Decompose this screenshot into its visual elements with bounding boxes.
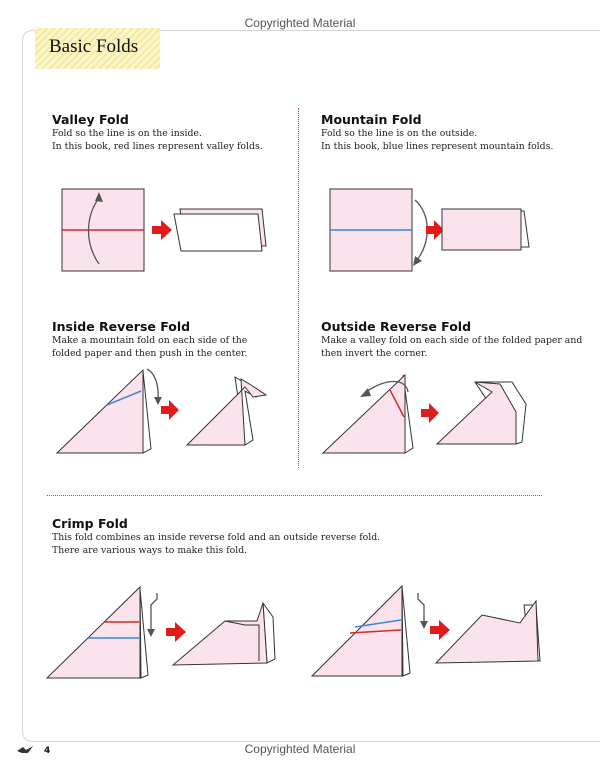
watermark-bottom: Copyrighted Material [244, 742, 356, 756]
mountain-fold-title: Mountain Fold [321, 112, 422, 127]
red-arrow-icon [421, 403, 439, 423]
outside-reverse-fold-illustration [321, 373, 527, 454]
crimp-fold-line-1: This fold combines an inside reverse fol… [52, 532, 381, 543]
section-divider [47, 495, 542, 496]
page-number: 4 [44, 746, 51, 756]
column-divider [298, 108, 299, 468]
valley-fold-title: Valley Fold [52, 112, 129, 127]
watermark-top: Copyrighted Material [244, 16, 356, 30]
paper-back-flap [139, 588, 149, 679]
mountain-fold-line-1: Fold so the line is on the outside. [321, 128, 478, 139]
crimp-fold-description: This fold combines an inside reverse fol… [52, 531, 380, 557]
outside-reverse-fold-line-2: then invert the corner. [321, 348, 428, 359]
crimp-fold-title: Crimp Fold [52, 516, 128, 531]
mountain-fold-line [106, 390, 142, 406]
invert-arrow-icon [365, 380, 409, 393]
paper-triangle [321, 373, 406, 454]
crimp-layer-lines [224, 620, 260, 661]
inside-reverse-fold-description: Make a mountain fold on each side of the… [52, 334, 247, 360]
inside-reverse-fold-line-2: folded paper and then push in the center… [52, 348, 248, 359]
red-arrow-icon [152, 220, 172, 240]
valley-fold-line-2: In this book, red lines represent valley… [52, 141, 263, 152]
valley-fold-line-1: Fold so the line is on the inside. [52, 128, 202, 139]
push-arrow-head-icon [154, 397, 162, 405]
red-arrow-icon [166, 622, 186, 642]
outside-reverse-fold-line-1: Make a valley fold on each side of the f… [321, 335, 583, 346]
crimp-fold-line-2: There are various ways to make this fold… [52, 545, 248, 556]
outside-reverse-fold-description: Make a valley fold on each side of the f… [321, 334, 582, 360]
inside-reverse-fold-line-1: Make a mountain fold on each side of the [52, 335, 248, 346]
valley-fold-line [349, 629, 402, 634]
mountain-fold-line [354, 619, 402, 628]
red-arrow-icon [430, 620, 450, 640]
push-arrow-icon [146, 368, 159, 400]
invert-arrow-head-icon [360, 388, 371, 397]
paper-back-flap [142, 370, 152, 454]
curved-arrow-head-icon [95, 192, 103, 202]
mountain-fold-description: Fold so the line is on the outside. In t… [321, 127, 553, 153]
back-curved-arrow-icon [414, 199, 428, 261]
result-shape [171, 602, 268, 666]
paper-back-flap [401, 585, 411, 677]
mountain-folded-front [441, 208, 522, 251]
crimp-arrow-head-icon [147, 629, 155, 637]
page-title-box: Basic Folds [35, 28, 160, 69]
paper-triangle [45, 585, 141, 679]
valley-fold-description: Fold so the line is on the inside. In th… [52, 127, 263, 153]
crimp-fold-illustration-right [310, 584, 541, 677]
valley-fold-illustration [61, 188, 267, 272]
red-arrow-icon [426, 220, 444, 240]
page-title: Basic Folds [49, 36, 139, 57]
inside-reverse-fold-illustration [55, 368, 268, 454]
mountain-fold-line-2: In this book, blue lines represent mount… [321, 141, 554, 152]
result-shape [435, 381, 517, 445]
crimp-fold-illustration-left [45, 585, 276, 679]
red-arrow-icon [161, 400, 179, 420]
result-shape [434, 599, 539, 664]
inside-reverse-fold-title: Inside Reverse Fold [52, 319, 191, 334]
paper-triangle [55, 368, 144, 454]
result-shape [185, 378, 268, 446]
crimp-arrow-icon [150, 593, 158, 631]
paper-triangle [310, 584, 403, 677]
back-curved-arrow-head-icon [413, 256, 422, 266]
mountain-fold-illustration [329, 188, 530, 272]
crane-logo-icon [17, 746, 33, 753]
outside-reverse-fold-title: Outside Reverse Fold [321, 319, 472, 334]
crimp-arrow-icon [417, 593, 425, 623]
valley-folded-front [173, 213, 263, 252]
curved-arrow-icon [87, 197, 100, 265]
crimp-arrow-head-icon [420, 621, 428, 629]
valley-fold-line [389, 389, 405, 418]
